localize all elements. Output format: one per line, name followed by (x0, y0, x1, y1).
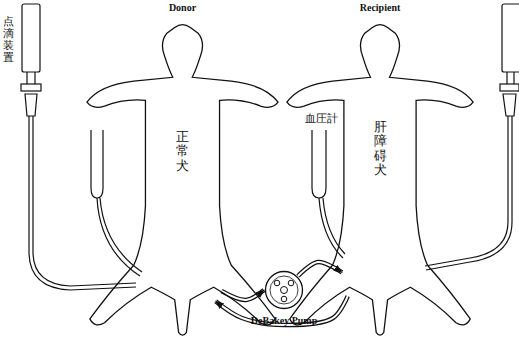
dog-outline (285, 14, 475, 340)
pump-label: DeBakey Pump (251, 315, 317, 326)
pump-tube-loop (270, 276, 298, 304)
drip-chamber (25, 94, 37, 116)
drip-bottle (22, 4, 40, 72)
manometer-tube (97, 198, 142, 276)
dog-heading: Donor (169, 2, 196, 13)
dog-silhouette (87, 25, 278, 336)
dog-outline (85, 14, 280, 340)
tube-lumen (216, 296, 348, 325)
manometer-u-tube (312, 130, 326, 198)
drip-tube (425, 116, 512, 270)
device-label: 血圧計 (305, 111, 338, 126)
blood-tube (298, 262, 342, 276)
pump-symbol (264, 270, 304, 310)
device-label: 点滴装置 (3, 16, 14, 64)
dog-heading: Recipient (360, 2, 401, 13)
manometer-u-tube (91, 130, 103, 198)
flow-arrow (298, 262, 342, 276)
dog-label: 肝障碍犬 (374, 120, 387, 177)
pump-roller (281, 287, 288, 294)
pump-housing (266, 272, 303, 309)
donor-dog: Donor 正常犬 (85, 2, 280, 340)
pump: DeBakey Pump (264, 270, 304, 310)
pump-roller (281, 296, 287, 302)
drip-clamp (500, 84, 519, 91)
flow-arrow (216, 296, 348, 325)
drip-clamp (21, 84, 41, 91)
drip-neck (507, 72, 514, 84)
pump-roller (288, 280, 294, 286)
pump-roller (274, 280, 280, 286)
dog-silhouette (287, 25, 473, 336)
manometer-tube (319, 198, 345, 258)
dog-label: 正常犬 (176, 130, 189, 173)
drip-tube (29, 116, 136, 290)
tube-wall (298, 262, 342, 276)
tube-wall (216, 296, 348, 325)
blood-tube (216, 296, 348, 325)
tube-lumen (298, 262, 342, 276)
drip-chamber (503, 94, 516, 116)
recipient-dog: Recipient 肝障碍犬 (285, 2, 475, 340)
drip-neck (27, 72, 35, 84)
drip-bottle (502, 4, 519, 72)
